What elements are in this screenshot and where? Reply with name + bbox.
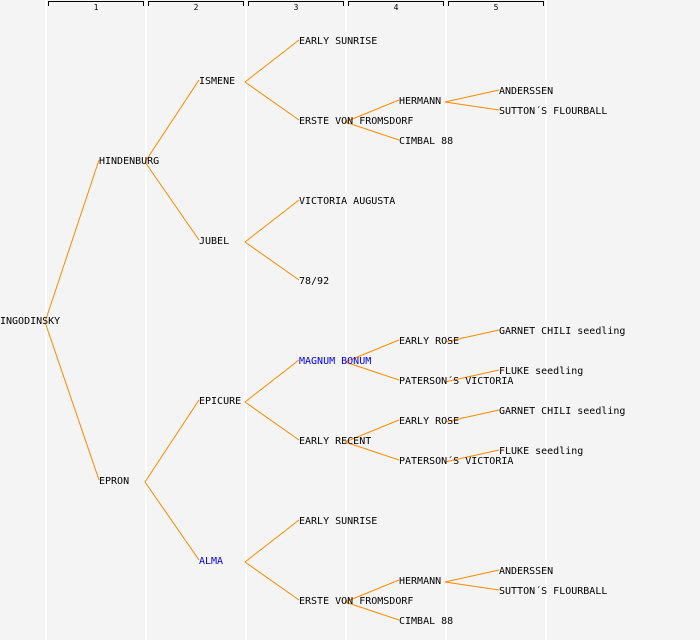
pedigree-node[interactable]: EARLY ROSE (399, 336, 460, 347)
pedigree-connector (244, 241, 300, 281)
pedigree-node[interactable]: INGODINSKY (0, 316, 61, 327)
pedigree-connector (444, 329, 500, 343)
pedigree-connector (344, 339, 400, 363)
pedigree-connector (244, 39, 300, 83)
pedigree-connector (344, 121, 400, 141)
pedigree-connector (244, 561, 300, 601)
pedigree-connector (444, 409, 500, 423)
pedigree-connector (244, 519, 300, 563)
pedigree-node[interactable]: EARLY SUNRISE (299, 36, 378, 47)
generation-header: 1 (93, 3, 99, 12)
pedigree-node[interactable]: EARLY SUNRISE (299, 516, 378, 527)
pedigree-connector (444, 101, 500, 111)
pedigree-node[interactable]: ISMENE (199, 76, 236, 87)
pedigree-node[interactable]: HINDENBURG (99, 156, 160, 167)
pedigree-node[interactable]: EARLY ROSE (399, 416, 460, 427)
pedigree-node[interactable]: ANDERSSEN (499, 566, 554, 577)
pedigree-connector (144, 79, 200, 163)
pedigree-connector (344, 361, 400, 381)
pedigree-node[interactable]: 78/92 (299, 276, 330, 287)
pedigree-connector (444, 449, 500, 463)
pedigree-connector (344, 579, 400, 603)
pedigree-node[interactable]: ERSTE VON FROMSDORF (299, 596, 414, 607)
column-separator (145, 0, 147, 640)
generation-header: 3 (293, 3, 299, 12)
pedigree-connector (344, 601, 400, 621)
column-separator (445, 0, 447, 640)
pedigree-node[interactable]: EPICURE (199, 396, 242, 407)
pedigree-node[interactable]: ANDERSSEN (499, 86, 554, 97)
pedigree-node[interactable]: SUTTON´S FLOURBALL (499, 586, 608, 597)
pedigree-connector (344, 99, 400, 123)
generation-header: 5 (493, 3, 499, 12)
generation-header: 4 (393, 3, 399, 12)
column-separator (345, 0, 347, 640)
pedigree-node[interactable]: ERSTE VON FROMSDORF (299, 116, 414, 127)
pedigree-connector (144, 481, 200, 561)
pedigree-connector (444, 369, 500, 383)
pedigree-connector (444, 89, 500, 103)
pedigree-connector (144, 161, 200, 241)
column-separator (245, 0, 247, 640)
generation-header: 2 (193, 3, 199, 12)
pedigree-connector (244, 359, 300, 403)
pedigree-node[interactable]: ALMA (199, 556, 224, 567)
pedigree-node[interactable]: GARNET CHILI seedling (499, 406, 626, 417)
column-separator (545, 0, 547, 640)
generation-bracket (348, 1, 444, 6)
pedigree-node[interactable]: CIMBAL 88 (399, 616, 454, 627)
generation-bracket (448, 1, 544, 6)
pedigree-node[interactable]: FLUKE seedling (499, 446, 584, 457)
pedigree-connector (344, 441, 400, 461)
pedigree-node[interactable]: PATERSON´S VICTORIA (399, 376, 514, 387)
pedigree-connector (144, 399, 200, 483)
pedigree-node[interactable]: EARLY RECENT (299, 436, 372, 447)
pedigree-node[interactable]: HERMANN (399, 96, 442, 107)
pedigree-node[interactable]: PATERSON´S VICTORIA (399, 456, 514, 467)
pedigree-connector (44, 159, 100, 323)
pedigree-node[interactable]: CIMBAL 88 (399, 136, 454, 147)
pedigree-node[interactable]: SUTTON´S FLOURBALL (499, 106, 608, 117)
pedigree-connector (244, 81, 300, 121)
generation-bracket (48, 1, 144, 6)
generation-bracket (148, 1, 244, 6)
pedigree-node[interactable]: VICTORIA AUGUSTA (299, 196, 396, 207)
pedigree-connector (44, 321, 100, 481)
pedigree-node[interactable]: GARNET CHILI seedling (499, 326, 626, 337)
pedigree-connector (244, 199, 300, 243)
pedigree-node[interactable]: HERMANN (399, 576, 442, 587)
pedigree-node[interactable]: JUBEL (199, 236, 230, 247)
generation-bracket (248, 1, 344, 6)
pedigree-connector (244, 401, 300, 441)
pedigree-node[interactable]: EPRON (99, 476, 130, 487)
pedigree-connector (444, 581, 500, 591)
pedigree-connector (344, 419, 400, 443)
pedigree-connector (444, 569, 500, 583)
pedigree-node[interactable]: FLUKE seedling (499, 366, 584, 377)
pedigree-node[interactable]: MAGNUM BONUM (299, 356, 372, 367)
